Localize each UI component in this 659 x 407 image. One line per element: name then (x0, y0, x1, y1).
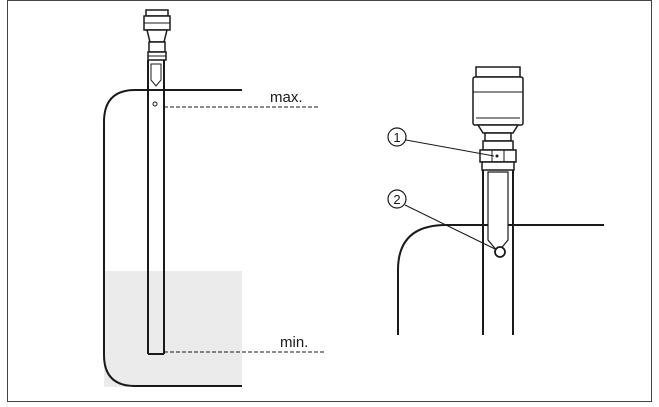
min-label: min. (280, 334, 308, 351)
max-label: max. (270, 89, 303, 106)
tank-outline-right (397, 224, 604, 335)
standpipe-right (482, 170, 514, 335)
callout-2-number: 2 (393, 192, 400, 207)
sensor-head-right (472, 66, 524, 171)
callout-1-number: 1 (393, 130, 400, 145)
vent-hole-right (494, 246, 506, 258)
liquid-fill (104, 271, 242, 387)
callout-1: 1 (387, 127, 495, 157)
tank-outline-left (103, 89, 242, 387)
vent-hole-left (152, 101, 158, 107)
sensor-head-left (143, 9, 171, 61)
right-tank-diagram: 1 2 (387, 66, 604, 335)
callout-2: 2 (387, 189, 496, 250)
figure-frame (7, 0, 652, 402)
standpipe-left (147, 60, 165, 355)
left-tank-diagram: max. min. (103, 9, 325, 387)
